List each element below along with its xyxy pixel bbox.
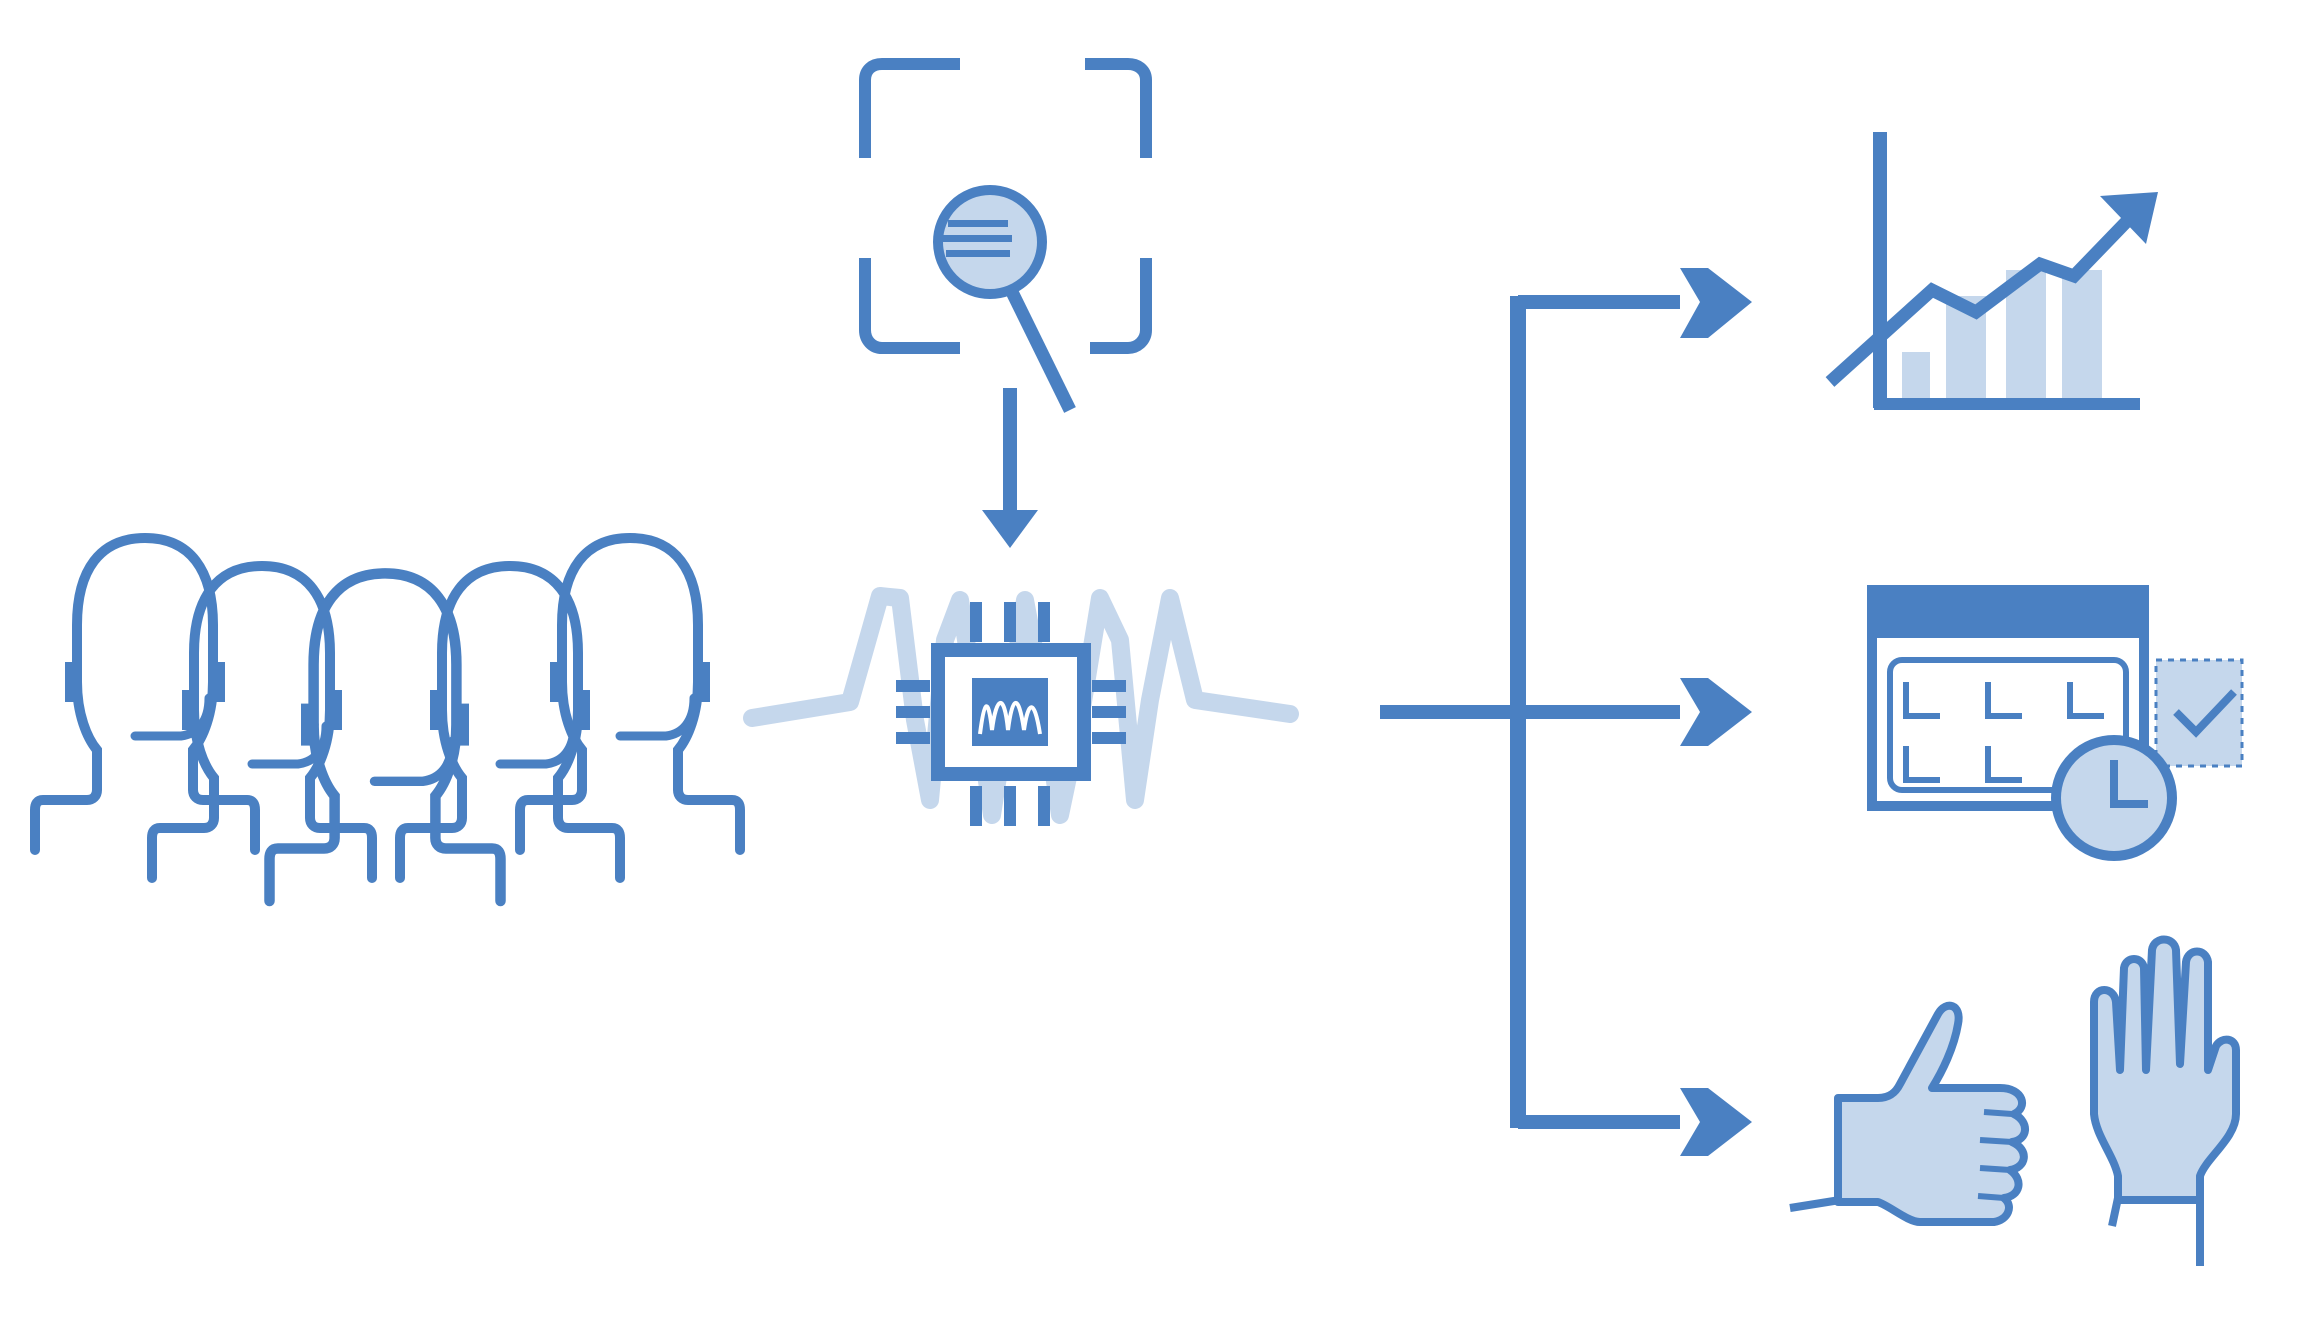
person-front-center	[270, 573, 501, 901]
calendar-clock-check-icon	[1867, 585, 2244, 861]
down-arrow	[982, 388, 1038, 548]
arrow-to-hands	[1680, 1088, 1752, 1156]
thumbs-up-and-raised-hand-icon	[1789, 935, 2240, 1266]
people-with-headsets-icon	[35, 538, 740, 901]
branch-connector	[1380, 295, 1680, 1129]
processor-chip-signal-icon	[743, 587, 1299, 826]
person-back-left	[35, 538, 255, 850]
arrow-to-calendar	[1680, 678, 1752, 746]
growth-bar-chart-icon	[1825, 132, 2158, 410]
arrow-to-chart	[1680, 268, 1752, 338]
magnifier-scan-icon	[859, 58, 1152, 413]
